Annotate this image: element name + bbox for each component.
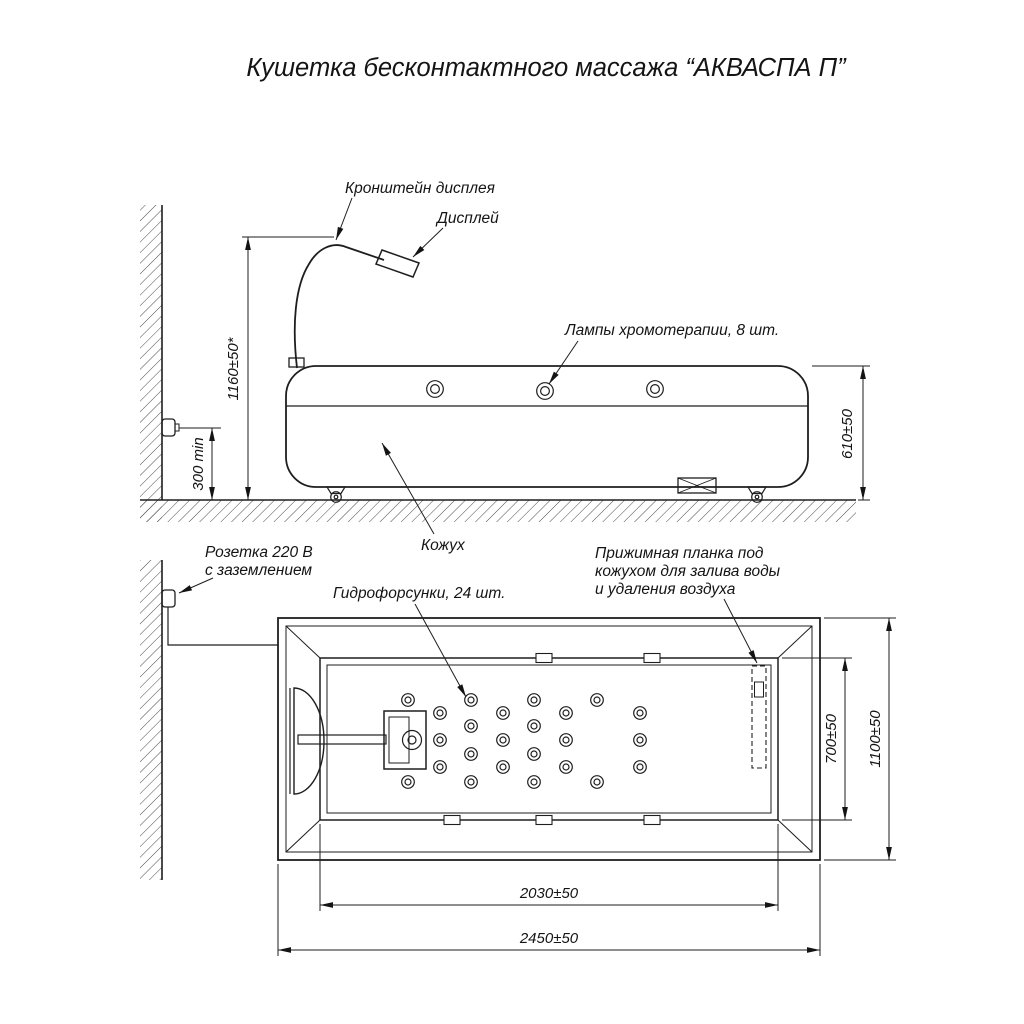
dim-display-height-text: 1160±50* xyxy=(225,336,242,400)
wall-hatch-side xyxy=(140,205,162,522)
label-display: Дисплей xyxy=(435,210,499,227)
leader-casing xyxy=(381,442,435,535)
label-clamp-bar-line1: Прижимная планка под xyxy=(595,545,764,562)
drawing-title: Кушетка бесконтактного массажа “АКВАСПА … xyxy=(246,54,847,82)
label-clamp-bar-line3: и удаления воздуха xyxy=(595,581,736,598)
socket-side xyxy=(161,418,176,437)
side-view: 1160±50* 300 min 610±50 Кронштейн диспле… xyxy=(140,180,870,554)
floor-hatch xyxy=(140,500,856,522)
dim-outer-width-text: 1100±50 xyxy=(867,710,884,768)
label-socket-line1: Розетка 220 В xyxy=(205,544,313,561)
power-cable xyxy=(167,607,278,646)
label-lamps: Лампы хромотерапии, 8 шт. xyxy=(564,322,779,339)
couch-body-side xyxy=(285,357,809,494)
label-display-bracket: Кронштейн дисплея xyxy=(345,180,495,197)
leader-nozzles xyxy=(414,603,467,698)
label-nozzles: Гидрофорсунки, 24 шт. xyxy=(333,585,505,602)
dimension-display-height xyxy=(242,236,334,500)
display-bracket-arm xyxy=(293,244,385,369)
jet-block xyxy=(383,710,427,770)
leader-display xyxy=(412,227,444,258)
pump-box xyxy=(677,477,717,494)
dimension-inner-width xyxy=(782,657,852,821)
label-socket-line2: с заземлением xyxy=(205,562,312,579)
display-screen xyxy=(374,249,421,278)
label-clamp-bar-line2: кожухом для залива воды xyxy=(595,563,781,580)
dimension-socket-height xyxy=(179,427,221,500)
chromotherapy-lamp xyxy=(536,382,554,400)
leader-lamps xyxy=(548,340,579,385)
dimension-outer-width xyxy=(824,617,896,861)
dimension-inner-length xyxy=(319,824,779,911)
water-jet-unit xyxy=(289,687,427,795)
dimension-outer-length xyxy=(277,864,821,956)
dim-inner-width-text: 700±50 xyxy=(823,713,840,764)
leader-clamp-bar xyxy=(723,598,758,664)
dim-inner-length-text: 2030±50 xyxy=(519,885,579,902)
dim-outer-length-text: 2450±50 xyxy=(519,930,579,947)
wall-hatch-plan xyxy=(140,560,162,880)
dimension-couch-height xyxy=(812,365,870,501)
edge-mounts xyxy=(443,652,661,826)
dim-couch-height-text: 610±50 xyxy=(839,408,856,459)
plan-view: 700±50 1100±50 2030±50 2450±50 Розетка 2… xyxy=(140,544,896,956)
chromotherapy-lamp xyxy=(646,380,664,398)
dim-socket-height-text: 300 min xyxy=(190,437,207,490)
jet-arm xyxy=(297,734,387,745)
hydro-nozzles xyxy=(401,693,647,789)
chromotherapy-lamp xyxy=(426,380,444,398)
label-casing: Кожух xyxy=(421,537,466,554)
clamp-bar xyxy=(751,665,767,769)
socket-plan xyxy=(161,589,176,608)
leader-socket xyxy=(178,577,214,594)
leader-bracket xyxy=(335,197,353,241)
